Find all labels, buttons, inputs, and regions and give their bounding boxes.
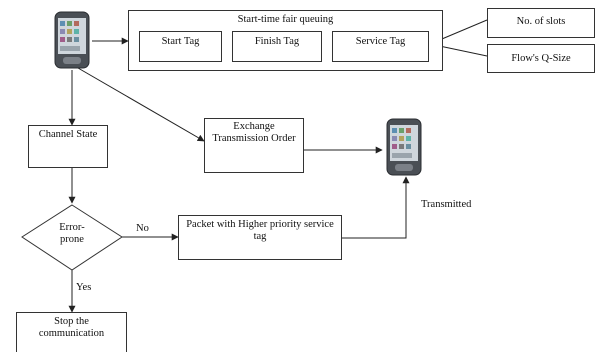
- stop-line1: Stop the: [54, 316, 89, 327]
- channel-state-box: Channel State: [28, 125, 108, 168]
- start-tag-label: Start Tag: [161, 36, 200, 47]
- edge-label-no: No: [136, 223, 149, 234]
- sfq-title: Start-time fair queuing: [237, 14, 334, 25]
- channel-state-label: Channel State: [38, 129, 98, 140]
- packet-box: Packet with Higher priority service tag: [178, 215, 342, 260]
- start-tag-box: Start Tag: [139, 31, 222, 62]
- packet-line2: tag: [253, 231, 267, 242]
- exchange-line1: Exchange: [233, 121, 275, 132]
- service-tag-label: Service Tag: [355, 36, 406, 47]
- arrow-packet-to-receiver: [342, 176, 410, 239]
- exchange-line2: Transmission Order: [212, 133, 296, 144]
- qsize-box: Flow's Q-Size: [487, 44, 595, 73]
- finish-tag-box: Finish Tag: [232, 31, 322, 62]
- service-tag-box: Service Tag: [332, 31, 429, 62]
- slots-box: No. of slots: [487, 8, 595, 38]
- arrow-phone-to-exchange: [77, 67, 205, 142]
- stop-box: Stop the communication: [16, 312, 127, 352]
- finish-tag-label: Finish Tag: [254, 36, 300, 47]
- slots-label: No. of slots: [516, 16, 566, 27]
- sender-phone-icon: [54, 11, 90, 69]
- edge-label-yes: Yes: [76, 282, 92, 293]
- decision-line1: Error-: [59, 222, 85, 233]
- edge-label-transmitted: Transmitted: [421, 199, 472, 210]
- exchange-order-box: Exchange Transmission Order: [204, 118, 304, 173]
- packet-line1: Packet with Higher priority service: [186, 219, 334, 230]
- decision-text: Error- prone: [47, 222, 97, 246]
- stop-line2: communication: [38, 328, 105, 339]
- receiver-phone-icon: [386, 118, 422, 176]
- qsize-label: Flow's Q-Size: [511, 53, 571, 64]
- decision-line2: prone: [60, 234, 84, 245]
